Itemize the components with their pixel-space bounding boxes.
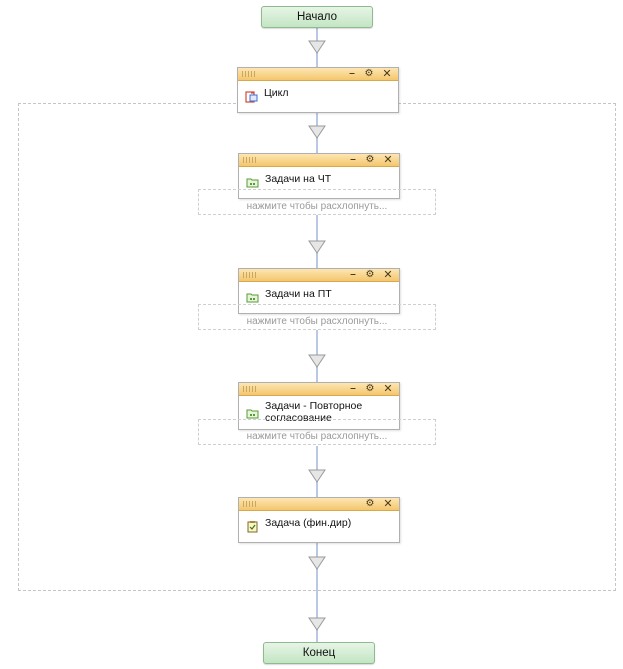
activity-block-tasks-reapproval[interactable]: – ⚙ ✕ Задачи - Повторное согласование (238, 382, 400, 430)
activity-block-tasks-thu[interactable]: – ⚙ ✕ Задачи на ЧТ (238, 153, 400, 199)
close-icon[interactable]: ✕ (383, 383, 393, 395)
block-header[interactable]: – ⚙ ✕ (239, 383, 399, 396)
expand-placeholder[interactable]: нажмите чтобы расхлопнуть... (198, 304, 436, 330)
expand-hint-text: нажмите чтобы расхлопнуть... (246, 316, 388, 327)
task-group-icon (246, 291, 259, 304)
expand-hint-text: нажмите чтобы расхлопнуть... (246, 431, 388, 442)
task-group-icon (246, 407, 259, 420)
expand-hint-text: нажмите чтобы расхлопнуть... (246, 201, 388, 212)
activity-block-tasks-fri[interactable]: – ⚙ ✕ Задачи на ПТ (238, 268, 400, 314)
gear-icon[interactable]: ⚙ (365, 154, 375, 165)
block-label: Задачи на ПТ (265, 288, 332, 300)
block-label: Задачи на ЧТ (265, 173, 332, 185)
block-header[interactable]: – ⚙ ✕ (239, 154, 399, 167)
flow-arrow (308, 125, 326, 139)
gear-icon[interactable]: ⚙ (365, 383, 375, 394)
gear-icon[interactable]: ⚙ (364, 68, 374, 79)
block-label: Задача (фин.дир) (265, 517, 352, 529)
end-node[interactable]: Конец (263, 642, 375, 664)
activity-block-task-findir[interactable]: ⚙ ✕ Задача (фин.дир) (238, 497, 400, 543)
minimize-icon[interactable]: – (350, 383, 356, 394)
connector-line (316, 541, 318, 643)
gear-icon[interactable]: ⚙ (365, 498, 375, 509)
flow-arrow (308, 354, 326, 368)
close-icon[interactable]: ✕ (383, 269, 393, 281)
start-label: Начало (296, 11, 338, 23)
drag-grip-icon[interactable] (243, 272, 257, 278)
minimize-icon[interactable]: – (349, 68, 355, 79)
end-label: Конец (302, 647, 336, 659)
block-header[interactable]: – ⚙ ✕ (239, 269, 399, 282)
flow-arrow (308, 40, 326, 54)
task-clipboard-icon (246, 520, 259, 533)
expand-placeholder[interactable]: нажмите чтобы расхлопнуть... (198, 419, 436, 445)
flow-arrow (308, 556, 326, 570)
start-node[interactable]: Начало (261, 6, 373, 28)
flow-arrow (308, 469, 326, 483)
drag-grip-icon[interactable] (242, 71, 256, 77)
expand-placeholder[interactable]: нажмите чтобы расхлопнуть... (198, 189, 436, 215)
activity-block-loop[interactable]: – ⚙ ✕ Цикл (237, 67, 399, 113)
block-label: Цикл (264, 87, 289, 99)
drag-grip-icon[interactable] (243, 157, 257, 163)
drag-grip-icon[interactable] (243, 501, 257, 507)
close-icon[interactable]: ✕ (383, 154, 393, 166)
minimize-icon[interactable]: – (350, 154, 356, 165)
loop-icon (245, 90, 258, 103)
block-header[interactable]: ⚙ ✕ (239, 498, 399, 511)
flow-arrow (308, 240, 326, 254)
close-icon[interactable]: ✕ (383, 498, 393, 510)
drag-grip-icon[interactable] (243, 386, 257, 392)
gear-icon[interactable]: ⚙ (365, 269, 375, 280)
close-icon[interactable]: ✕ (382, 68, 392, 80)
task-group-icon (246, 176, 259, 189)
minimize-icon[interactable]: – (350, 269, 356, 280)
block-header[interactable]: – ⚙ ✕ (238, 68, 398, 81)
flow-arrow (308, 617, 326, 631)
block-label: Задачи - Повторное согласование (265, 400, 363, 424)
